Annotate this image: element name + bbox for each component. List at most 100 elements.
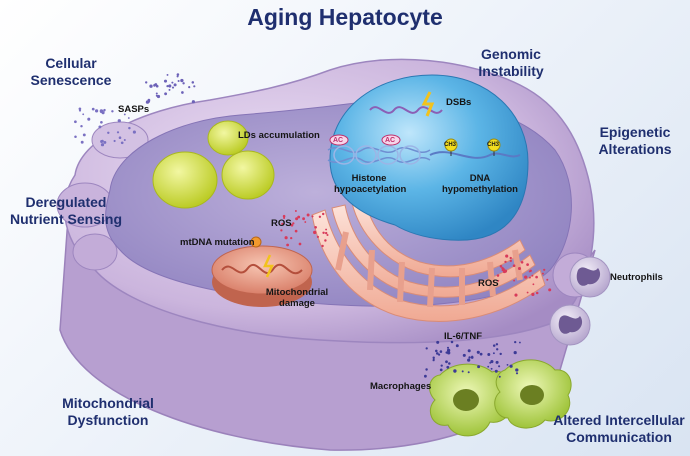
cytokine-dot <box>447 351 451 355</box>
ros-dot <box>509 256 512 260</box>
ros-dot <box>496 274 500 277</box>
sasp-dot <box>113 139 116 143</box>
cytokine-dot <box>448 362 451 365</box>
label-ch3-2: CH3 <box>487 142 500 148</box>
sasp-dot <box>128 126 131 130</box>
cytokine-dot <box>450 340 454 344</box>
ros-dot <box>318 215 322 218</box>
ros-dot <box>292 222 295 225</box>
cytokine-dot <box>514 340 517 344</box>
ros-dot <box>316 235 320 239</box>
cytokine-dot <box>467 371 470 374</box>
ros-dot <box>520 261 524 264</box>
ros-dot <box>514 293 518 297</box>
macrophages <box>429 359 572 437</box>
ros-dot <box>512 264 516 268</box>
ros-dot <box>548 288 552 292</box>
ros-dot <box>325 228 328 231</box>
ros-dot <box>524 275 528 279</box>
sasp-dot <box>168 88 171 91</box>
sasp-dot <box>191 100 195 104</box>
ros-dot <box>294 210 297 212</box>
sasp-dot <box>118 136 122 139</box>
sasp-dot <box>181 91 184 94</box>
cytokine-dot <box>435 349 438 353</box>
label-dna-hypomethylation: DNA hypomethylation <box>438 173 522 195</box>
cytokine-dot <box>462 353 466 357</box>
ros-dot <box>504 260 507 264</box>
ros-dot <box>324 239 327 242</box>
ros-dot <box>326 233 329 237</box>
signal-dots <box>74 73 552 378</box>
sasp-dot <box>107 131 110 135</box>
ros-dot <box>306 213 310 217</box>
sasp-dot <box>164 92 168 96</box>
ros-dot <box>290 236 293 240</box>
cytokine-dot <box>494 369 498 373</box>
cytokine-dot <box>489 361 492 364</box>
cytokine-dot <box>453 369 457 373</box>
cytokine-dot <box>439 368 443 372</box>
cytokine-dot <box>487 365 490 368</box>
cytokine-dot <box>446 348 451 353</box>
cytokine-dot <box>432 358 435 361</box>
label-ros-1: ROS <box>271 218 292 229</box>
sasp-dot <box>176 73 180 76</box>
sasp-dot <box>98 125 102 129</box>
ros-dot <box>282 214 286 218</box>
neutrophils <box>549 256 611 346</box>
acetyl-tag-icon <box>381 134 401 146</box>
sasp-dot <box>99 109 104 113</box>
cytokine-dot <box>498 375 501 378</box>
sasp-dot <box>163 79 168 83</box>
ros-dot <box>313 230 317 235</box>
sasp-dot <box>173 83 177 87</box>
hallmark-line: Genomic <box>481 46 541 62</box>
hallmark-line: Cellular <box>45 55 97 71</box>
sasp-dot <box>154 83 158 87</box>
sasp-dot <box>74 120 77 124</box>
cytokine-dot <box>515 372 519 375</box>
ros-dot <box>281 222 284 226</box>
hallmark-epigenetic-alterations: Epigenetic Alterations <box>580 124 690 158</box>
cytokine-dot <box>490 367 493 370</box>
ros-dot <box>284 236 288 240</box>
sasp-dot <box>177 79 180 83</box>
sasp-dot <box>80 140 84 144</box>
cytokine-dot <box>446 346 450 349</box>
cytokine-dot <box>515 368 519 372</box>
cytokine-dot <box>509 364 513 368</box>
cytokine-dot <box>518 341 521 344</box>
cytokine-dot <box>436 340 440 344</box>
sasp-dot <box>176 75 179 78</box>
sasp-dot <box>191 81 195 84</box>
cytokine-dot <box>499 352 502 356</box>
ros-dot <box>311 215 314 218</box>
sasp-dot <box>182 82 185 85</box>
label-macrophages: Macrophages <box>370 381 432 392</box>
sasp-dot <box>123 113 126 116</box>
sasp-dot <box>193 85 196 88</box>
cytokine-dot <box>492 344 496 347</box>
hallmark-line: Nutrient Sensing <box>9 211 122 227</box>
cytokine-dot <box>477 365 481 369</box>
cytokine-dot <box>446 365 450 369</box>
ros-dot <box>502 268 505 271</box>
ros-dot <box>513 279 516 282</box>
sasp-dot <box>82 113 85 116</box>
mitochondrion <box>211 245 313 307</box>
ros-dot <box>321 212 325 216</box>
hallmark-line: Dysfunction <box>67 412 149 428</box>
sasp-dot <box>149 84 153 88</box>
label-ch3-1: CH3 <box>444 142 457 148</box>
ros-dot <box>543 268 546 271</box>
cytokine-dot <box>513 350 517 355</box>
cytokine-dot <box>439 350 443 353</box>
label-neutrophils: Neutrophils <box>610 272 663 283</box>
sasp-dot <box>87 117 91 121</box>
sasp-dot <box>166 73 169 76</box>
sasp-dot <box>147 100 151 103</box>
ros-dot <box>546 278 549 281</box>
hallmark-altered-intercellular-communication: Altered Intercellular Communication <box>548 412 690 446</box>
